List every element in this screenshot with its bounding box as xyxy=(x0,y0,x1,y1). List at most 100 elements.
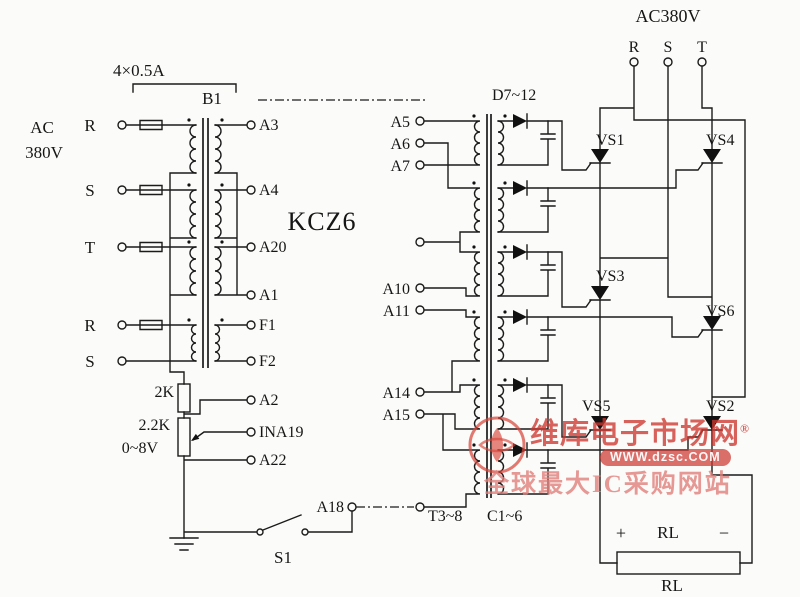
label-polarity-plus: + xyxy=(616,523,626,543)
terminal-bottom xyxy=(415,502,425,512)
watermark-brand: 维库电子市场网® xyxy=(530,410,750,452)
label-phase-s1: S xyxy=(85,181,94,200)
label-phase-s2: S xyxy=(85,352,94,371)
watermark-url: WWW.dzsc.COM xyxy=(600,449,731,466)
terminal-a5 xyxy=(415,116,425,126)
label-potentiometer: 2.2K xyxy=(138,417,170,434)
label-thyristor-vs6: VS6 xyxy=(706,303,734,320)
terminal-a18 xyxy=(347,502,357,512)
thyristor-bridge xyxy=(589,57,753,575)
cabinet-boundary xyxy=(258,99,428,508)
label-terminal-a2: A2 xyxy=(259,392,279,409)
label-terminal-a22: A22 xyxy=(259,452,287,469)
label-terminal-f1: F1 xyxy=(259,317,276,334)
label-terminal-a15: A15 xyxy=(382,407,410,424)
switch-contact-right xyxy=(301,528,309,536)
label-terminal-a6: A6 xyxy=(390,136,410,153)
label-phase-s-top: S xyxy=(664,39,673,56)
right-primary-wires xyxy=(423,120,479,508)
label-polarity-minus: − xyxy=(719,523,729,543)
label-terminal-a7: A7 xyxy=(390,158,410,175)
terminal-ina19 xyxy=(246,427,256,437)
left-block xyxy=(117,83,357,551)
label-transformers-t3-8: T3~8 xyxy=(428,508,462,525)
input-terminal-t1 xyxy=(117,242,127,252)
label-load-rl-top: RL xyxy=(657,523,679,542)
thyristor-cathode-bars xyxy=(589,162,723,431)
label-ac-line2: 380V xyxy=(25,143,64,162)
terminal-a15 xyxy=(415,409,425,419)
capacitor-symbols xyxy=(497,120,556,495)
terminal-a22 xyxy=(246,455,256,465)
terminal-a14 xyxy=(415,387,425,397)
b1-primary-coils xyxy=(189,124,197,362)
watermark-reg-mark: ® xyxy=(740,421,750,436)
left-wires xyxy=(125,83,353,539)
label-terminal-a5: A5 xyxy=(390,114,410,131)
terminal-f1 xyxy=(246,320,256,330)
pulse-primary-coils xyxy=(473,120,481,495)
site-watermark: 维库电子市场网® WWW.dzsc.COM 全球最大IC采购网站 xyxy=(460,406,776,506)
potentiometer-2-2k-symbol xyxy=(177,417,191,457)
ground-symbol xyxy=(169,537,199,551)
label-thyristor-vs5: VS5 xyxy=(582,398,610,415)
label-thyristor-vs3: VS3 xyxy=(596,268,624,285)
label-load-rl-bottom: RL xyxy=(661,576,683,595)
label-switch-s1: S1 xyxy=(274,548,292,567)
terminal-a6 xyxy=(415,138,425,148)
input-terminal-s1 xyxy=(117,185,127,195)
label-terminal-f2: F2 xyxy=(259,353,276,370)
terminal-a1 xyxy=(246,290,256,300)
terminal-a4 xyxy=(246,185,256,195)
watermark-brand-text: 维库电子市场网 xyxy=(530,418,741,450)
load-rl-symbol xyxy=(616,551,741,575)
input-terminal-s2 xyxy=(117,356,127,366)
label-phase-t-top: T xyxy=(697,39,707,56)
terminal-a10 xyxy=(415,283,425,293)
ac-top-terminal-s xyxy=(663,57,673,67)
thyristor-triangles xyxy=(591,149,721,430)
b1-secondary-coils xyxy=(214,124,222,362)
label-terminal-a14: A14 xyxy=(382,385,410,402)
label-ac380v-top: AC380V xyxy=(635,6,700,26)
bridge-wires xyxy=(599,65,753,564)
input-terminal-r1 xyxy=(117,120,127,130)
label-terminal-a10: A10 xyxy=(382,281,410,298)
right-block xyxy=(415,113,704,512)
labels: AC 380V 4×0.5A B1 R S T R S A3 A4 A20 A1… xyxy=(25,6,734,595)
label-diodes-d7-12: D7~12 xyxy=(492,87,536,104)
label-phase-r2: R xyxy=(84,316,96,335)
input-terminal-r2 xyxy=(117,320,127,330)
label-terminal-a11: A11 xyxy=(383,303,410,320)
terminal-a3 xyxy=(246,120,256,130)
label-terminal-a1: A1 xyxy=(259,287,279,304)
label-phase-r-top: R xyxy=(629,39,640,56)
fuse-symbols xyxy=(139,119,163,331)
label-terminal-a20: A20 xyxy=(259,239,287,256)
label-resistor-2k: 2K xyxy=(154,384,174,401)
terminal-mid xyxy=(415,237,425,247)
label-ac-line1: AC xyxy=(30,118,54,137)
resistor-2k-symbol xyxy=(177,383,191,413)
ac-top-terminal-r xyxy=(629,57,639,67)
label-terminal-a4: A4 xyxy=(259,182,279,199)
terminal-a20 xyxy=(246,242,256,252)
label-thyristor-vs4: VS4 xyxy=(706,132,734,149)
terminal-a2 xyxy=(246,395,256,405)
pulse-transformer-core xyxy=(486,114,492,498)
label-module-kcz6: KCZ6 xyxy=(288,207,357,236)
label-thyristor-vs1: VS1 xyxy=(596,132,624,149)
b1-core xyxy=(202,118,209,368)
label-voltage-range: 0~8V xyxy=(122,440,159,457)
logo-petal-horizontal xyxy=(478,437,516,453)
terminal-f2 xyxy=(246,356,256,366)
label-thyristor-vs2: VS2 xyxy=(706,398,734,415)
label-transformer-b1: B1 xyxy=(202,89,222,108)
logo-petal-vertical xyxy=(491,428,503,462)
diode-triangles xyxy=(513,114,527,457)
watermark-slogan: 全球最大IC采购网站 xyxy=(484,471,732,498)
label-phase-t1: T xyxy=(85,238,96,257)
ac-top-terminal-t xyxy=(697,57,707,67)
